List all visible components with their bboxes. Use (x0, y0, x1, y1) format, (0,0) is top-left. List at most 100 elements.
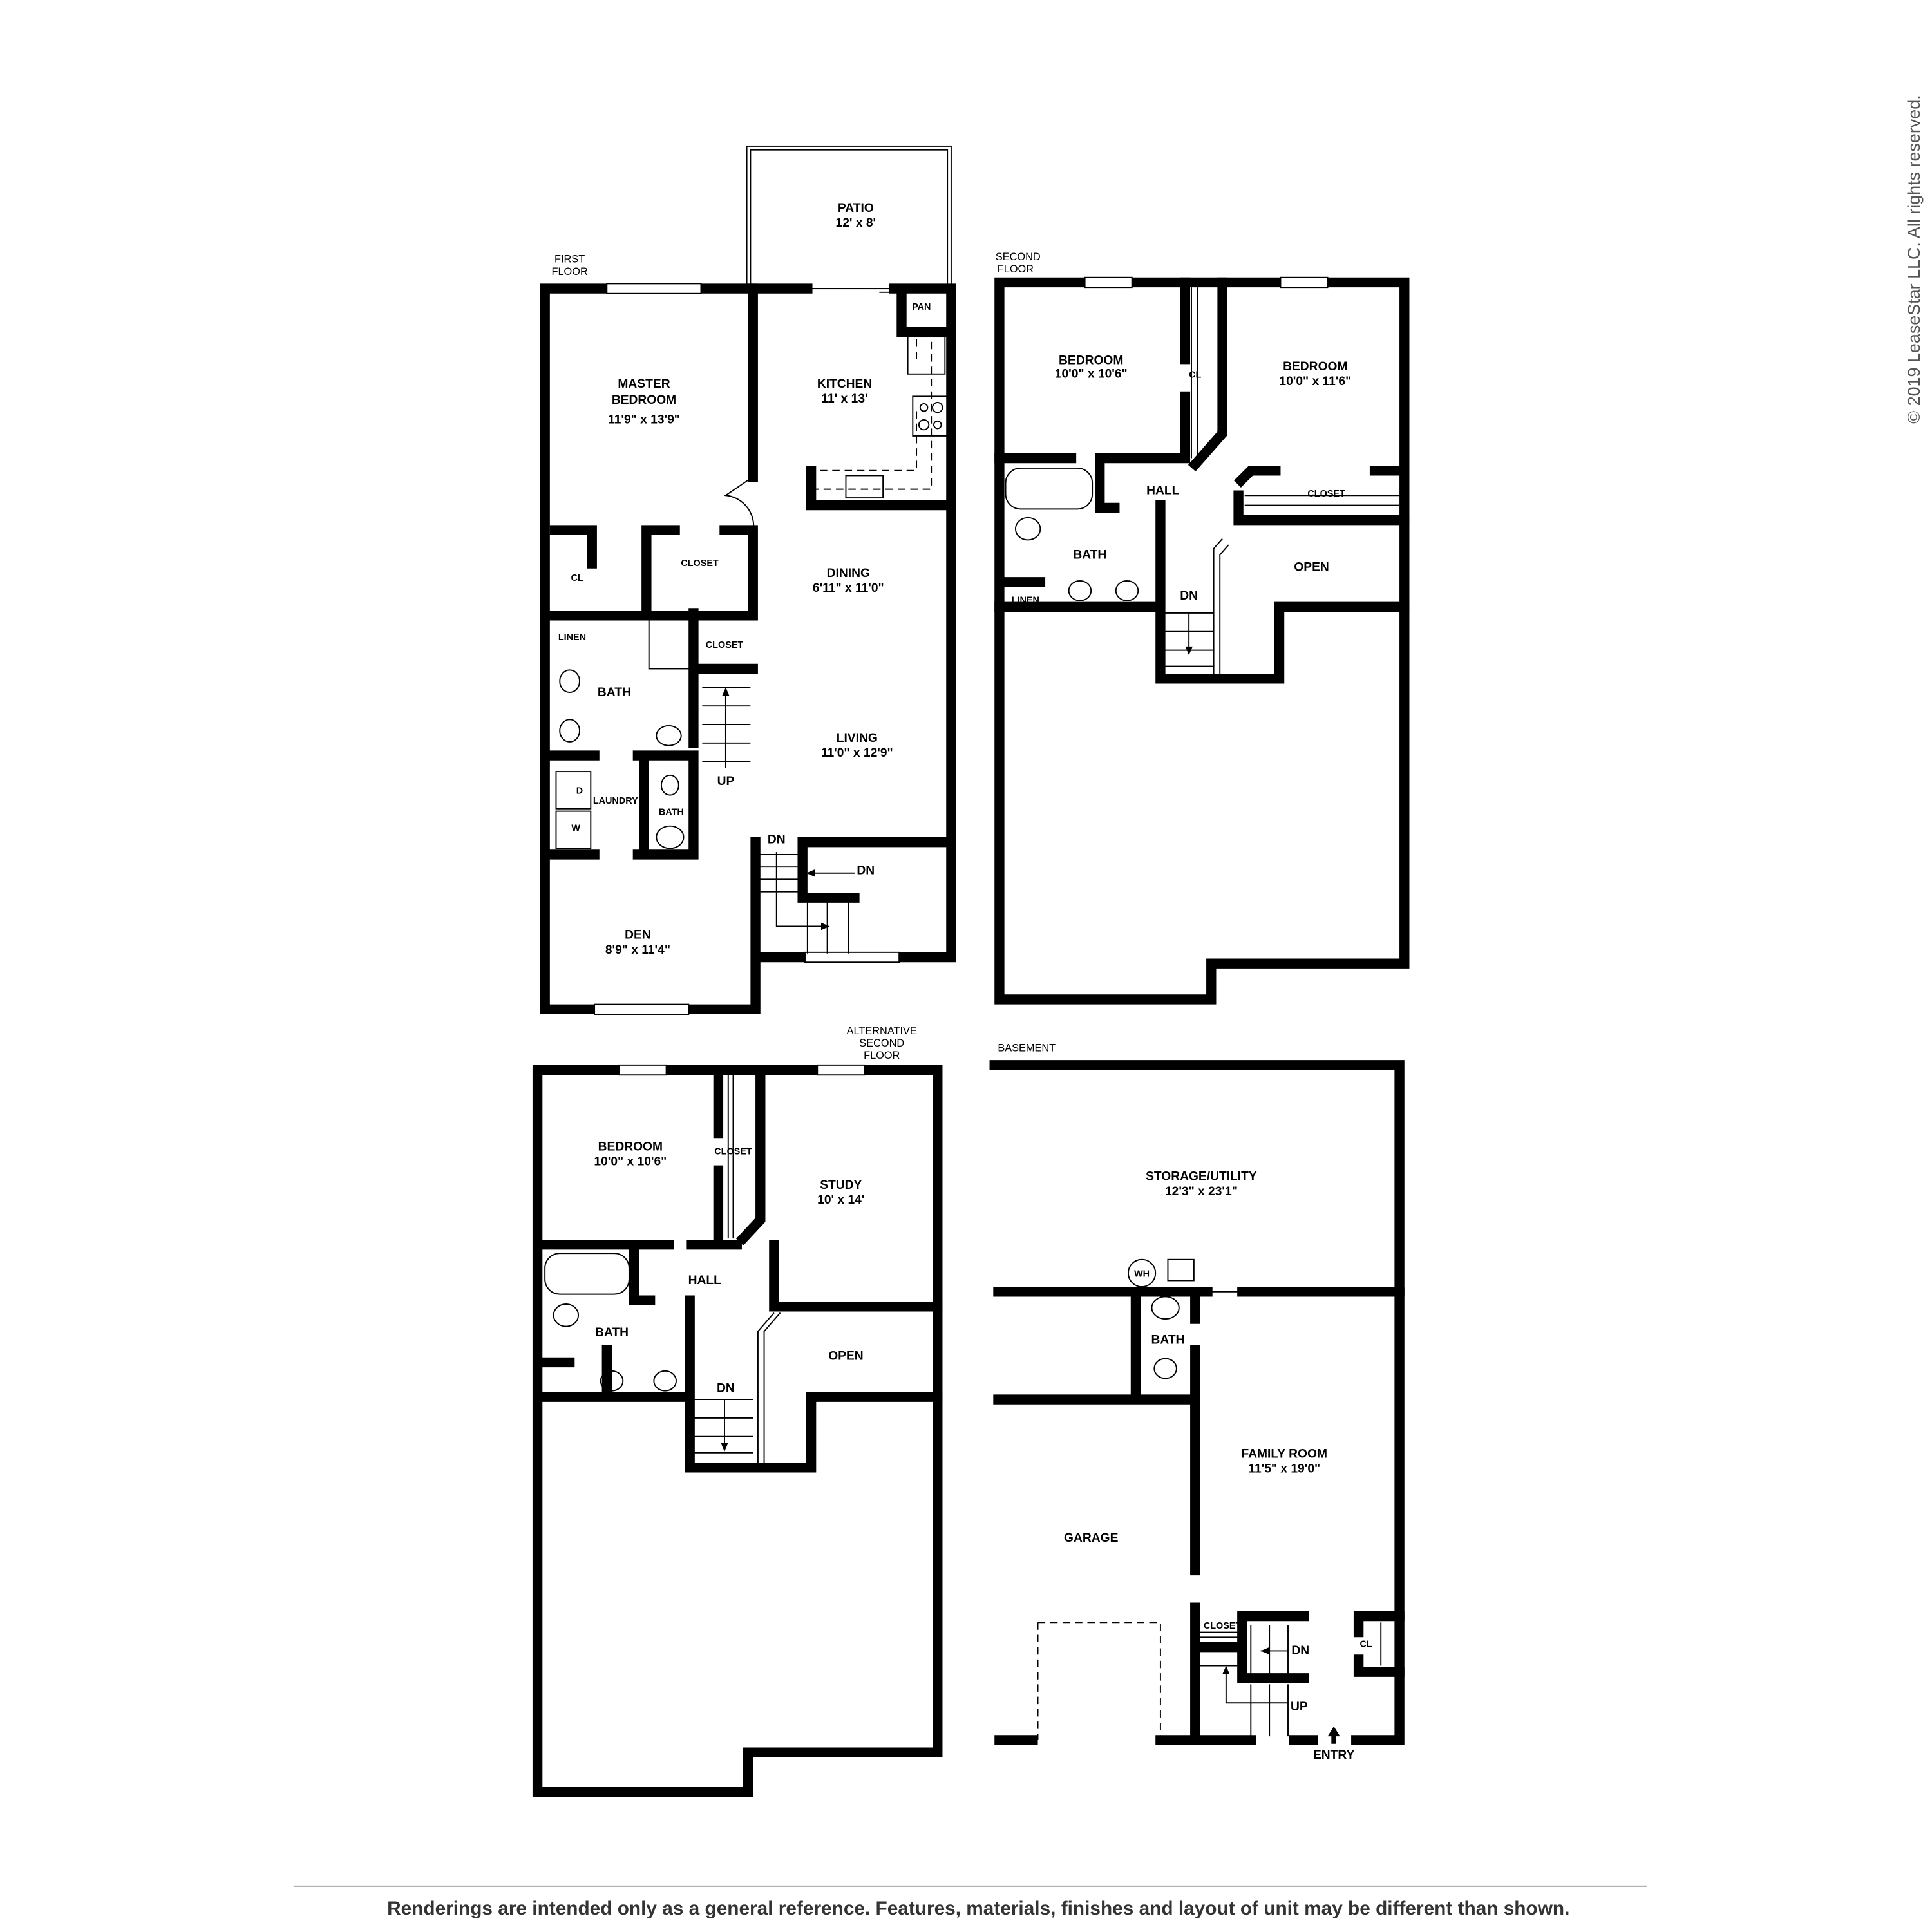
floor-title: SECOND (996, 251, 1041, 263)
sink-icon (559, 669, 580, 693)
room-label-open: OPEN (828, 1350, 863, 1363)
room-label-patio: PATIO (838, 202, 874, 215)
sink-icon (559, 719, 580, 743)
room-label-garage: GARAGE (1064, 1531, 1119, 1545)
dryer-icon (555, 771, 592, 810)
room-dims-living: 11'0" x 12'9" (821, 746, 893, 760)
stairs-down-label: DN (1291, 1644, 1309, 1658)
room-dims-family-room: 11'5" x 19'0" (1248, 1463, 1320, 1476)
copyright-text: © 2019 LeaseStar LLC. All rights reserve… (1904, 95, 1924, 423)
room-label-closet: CLOSET (681, 558, 719, 569)
stairs-up-label: UP (1291, 1700, 1308, 1714)
stairs-up-label: UP (717, 775, 735, 788)
sink-icon (1115, 580, 1139, 601)
stairs-down (1164, 612, 1214, 667)
bathtub-icon (544, 1253, 630, 1295)
room-label-cl: CL (571, 573, 583, 583)
floor-title: FLOOR (864, 1050, 900, 1061)
room-label-closet: CLOSET (1204, 1621, 1242, 1631)
first-floor-plan: FIRST FLOOR PATIO 12' x 8' MASTER BEDROO… (540, 145, 956, 1015)
room-label-laundry: LAUNDRY (593, 796, 638, 806)
room-dims-bedroom: 10'0" x 10'6" (1055, 368, 1128, 381)
sink-icon (600, 1370, 624, 1392)
room-dims-master-bedroom: 11'9" x 13'9" (608, 413, 680, 427)
stairs-down (757, 852, 855, 954)
room-label-bath: BATH (1073, 548, 1106, 562)
window (594, 1003, 690, 1015)
washer-icon (555, 810, 592, 849)
floor-title: FLOOR (998, 263, 1034, 275)
room-label-study: STUDY (820, 1179, 862, 1192)
toilet-icon (1153, 1358, 1177, 1379)
room-label-living: LIVING (837, 732, 878, 745)
alternative-second-floor-plan: ALTERNATIVE SECOND FLOOR BEDROOM 10'0" x… (532, 1025, 943, 1797)
floor-title: FLOOR (551, 266, 587, 278)
room-label-hall: HALL (688, 1274, 721, 1287)
room-label-bath: BATH (1151, 1334, 1184, 1347)
window (817, 1064, 866, 1076)
door-icon (724, 476, 755, 533)
stairs-down-label: DN (857, 864, 875, 878)
toilet-icon (656, 724, 682, 746)
room-label-closet: CLOSET (706, 640, 744, 650)
room-label-family-room: FAMILY ROOM (1241, 1447, 1327, 1461)
floor-title: BASEMENT (998, 1043, 1056, 1054)
window (1280, 276, 1329, 289)
washer-label: W (571, 823, 580, 833)
water-heater-icon (1127, 1258, 1157, 1288)
room-dims-storage-utility: 12'3" x 23'1" (1165, 1185, 1238, 1198)
window (1084, 276, 1133, 289)
water-heater-label: WH (1134, 1269, 1150, 1280)
room-label-master-bedroom: MASTER (618, 377, 670, 391)
window (606, 283, 702, 294)
floor-title: ALTERNATIVE (847, 1025, 917, 1037)
stairs-down-label: DN (1180, 589, 1198, 603)
room-dims-den: 8'9" x 11'4" (605, 943, 670, 957)
sink-icon (656, 825, 685, 849)
room-label-bedroom: BEDROOM (1059, 354, 1123, 367)
toilet-icon (553, 1303, 580, 1327)
room-label-hall: HALL (1146, 484, 1179, 497)
room-label-linen: LINEN (1012, 596, 1039, 606)
second-floor-plan: SECOND FLOOR BEDROOM 10'0" x 10'6" CL BE… (994, 251, 1410, 1005)
room-dims-dining: 6'11" x 11'0" (813, 582, 884, 595)
entry-label: ENTRY (1313, 1748, 1355, 1762)
furnace-icon (1167, 1258, 1195, 1282)
floor-title: FIRST (554, 254, 585, 265)
bathtub-icon (1005, 467, 1094, 510)
room-label-bedroom: BEDROOM (1283, 360, 1347, 374)
basement-plan: BASEMENT STORAGE/UTILITY 12'3" x 23'1" W… (989, 1043, 1405, 1762)
room-label-half-bath: BATH (659, 807, 684, 817)
room-label-bath: BATH (598, 686, 631, 699)
room-label-kitchen: KITCHEN (817, 377, 872, 391)
refrigerator-icon (907, 336, 946, 375)
toilet-icon (660, 774, 679, 796)
floor-title: SECOND (859, 1037, 904, 1049)
room-dims-patio: 12' x 8' (836, 216, 876, 230)
room-label-pantry: PAN (912, 302, 931, 312)
room-dims-kitchen: 11' x 13' (821, 392, 867, 406)
stairs-down-label: DN (768, 833, 786, 847)
room-label-cl: CL (1189, 370, 1201, 381)
room-label-linen: LINEN (558, 632, 586, 643)
stairs-down-label: DN (717, 1382, 735, 1396)
room-label-den: DEN (625, 929, 651, 942)
room-dims-bedroom: 10'0" x 11'6" (1279, 375, 1351, 388)
sink-icon (653, 1370, 677, 1392)
stairs-up (702, 687, 751, 768)
disclaimer-text: Renderings are intended only as a genera… (387, 1898, 1569, 1919)
entry-arrow-icon (1327, 1726, 1340, 1744)
room-label-closet: CLOSET (1307, 489, 1345, 499)
sink-icon (1151, 1296, 1180, 1320)
room-label-bath: BATH (595, 1326, 629, 1340)
room-label-closet: CLOSET (714, 1146, 752, 1157)
room-label-storage-utility: STORAGE/UTILITY (1146, 1170, 1257, 1184)
sink-icon (1068, 580, 1092, 601)
room-label-bedroom: BEDROOM (598, 1141, 663, 1154)
garage-parking-outline (1037, 1622, 1161, 1740)
room-label-master-bedroom: BEDROOM (612, 393, 676, 407)
stove-icon (912, 395, 949, 437)
shower-icon (648, 618, 692, 670)
room-dims-bedroom: 10'0" x 10'6" (594, 1155, 667, 1169)
